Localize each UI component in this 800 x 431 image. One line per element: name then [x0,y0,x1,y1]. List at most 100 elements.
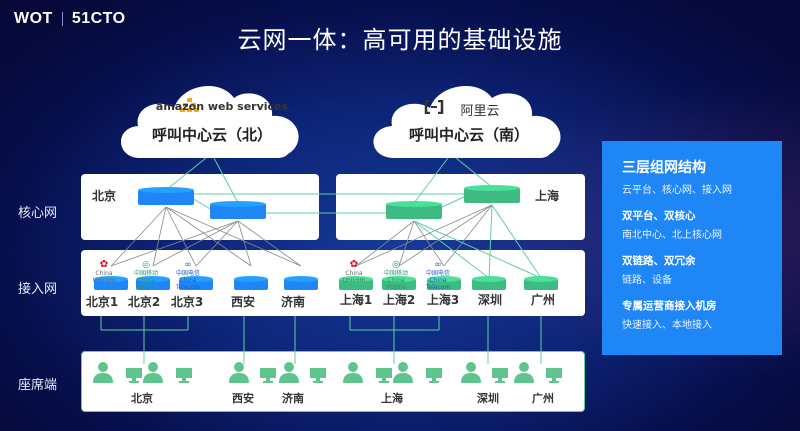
info-panel: 三层组网结构 云平台、核心网、接入网 双平台、双核心 南北中心、北上核心网 双链… [602,141,782,355]
core-access-link [413,220,490,279]
monitor-icon [426,368,442,378]
monitor-icon [492,368,508,378]
china-unicom-logo-icon: ✿China Unicom [92,259,116,285]
monitor-icon [266,378,270,381]
monitor-icon [495,381,505,383]
access-node-cylinder [94,276,128,290]
agent-icon [514,373,534,383]
seat-group-label: 济南 [282,392,304,405]
core-panel-south [336,174,585,240]
core-inner-link [191,197,213,211]
china-telecom-logo-icon: ∞中国电信 China Telecom [175,260,201,291]
seat-group-label: 西安 [232,392,254,405]
core-access-mesh-line [237,220,252,267]
cloud-north: amazon web services 呼叫中心云（北） [112,76,312,160]
info-heading: 双平台、双核心 [622,210,696,222]
info-title: 三层组网结构 [622,160,706,176]
wot-logo: WOT [14,10,53,27]
monitor-icon [126,368,142,378]
logo-divider [61,12,63,26]
access-node-cylinder [234,276,268,290]
access-node-cylinder [136,276,170,290]
core-access-link [413,220,542,279]
cloud-core-link [165,157,207,191]
monitor-icon [432,378,436,381]
china-unicom-logo-icon: ✿China Unicom [342,259,366,285]
core-access-mesh-line [443,204,493,267]
seat-group-label: 北京 [131,392,153,405]
core-switch-south-1 [386,201,442,219]
core-switch-north-2 [210,201,266,219]
monitor-icon [182,378,186,381]
china-telecom-logo-icon: ∞中国电信 China Telecom [425,260,451,291]
access-node-label: 上海3 [426,293,460,307]
china-mobile-logo-icon: ◎中国移动 China Mobile [133,260,158,291]
core-access-mesh-line [165,206,302,267]
cloud-core-link [413,157,449,204]
monitor-icon [429,381,439,383]
agent-icon [461,373,481,383]
core-access-mesh-line [413,220,445,267]
monitor-icon [179,381,189,383]
monitor-icon [379,381,389,383]
monitor-icon [129,381,139,383]
cloud-shape-south [373,85,561,158]
monitor-icon [376,368,392,378]
agent-icon [93,373,113,383]
agent-icon [279,373,299,383]
core-access-mesh-line [195,220,239,267]
monitor-icon [132,378,136,381]
info-sub: 南北中心、北上核心网 [622,230,722,241]
cloud-brand-south: 阿里云 [460,104,500,119]
access-node-label: 西安 [230,295,255,309]
core-panel-north [81,174,319,240]
core-south-label: 上海 [535,189,560,203]
access-node-label: 上海2 [382,293,416,307]
cloud-name-south: 呼叫中心云（南） [408,126,529,144]
monitor-icon [552,378,556,381]
access-node-label: 广州 [530,293,555,307]
core-access-mesh-line [237,220,302,267]
core-access-mesh-line [355,204,493,267]
access-node-cylinder [284,276,318,290]
agent-icon [393,373,413,383]
monitor-icon [263,381,273,383]
core-access-mesh-line [152,220,239,267]
core-north-label: 北京 [92,189,117,203]
monitor-icon [316,378,320,381]
info-title-sub: 云平台、核心网、接入网 [622,185,732,196]
access-node-label: 济南 [280,295,305,309]
info-heading: 双链路、双冗余 [622,255,696,267]
core-access-link [491,204,542,279]
monitor-icon [549,381,559,383]
access-node-cylinder [339,276,373,290]
core-access-mesh-line [152,206,167,267]
core-switch-north-1 [138,187,194,205]
core-inner-link [439,195,467,209]
agent-icon [343,373,363,383]
page-title: 云网一体：高可用的基础设施 [237,26,563,54]
info-heading: 专属运营商接入机房 [622,300,717,312]
core-access-mesh-line [355,220,415,267]
access-node-label: 北京2 [127,295,161,309]
layer-label-access: 接入网 [18,282,58,297]
cloud-core-link [213,157,239,204]
cloud-core-link [455,157,493,188]
event-logo: WOT 51CTO [14,10,126,28]
core-switch-south-2 [464,185,520,203]
access-node-label: 上海1 [339,293,373,307]
monitor-icon [382,378,386,381]
cloud-shape-north [120,85,299,158]
access-node-cylinder [382,276,416,290]
core-access-mesh-line [110,220,239,267]
monitor-icon [313,381,323,383]
agent-icon [348,362,358,372]
monitor-icon [176,368,192,378]
access-node-cylinder [179,276,213,290]
agent-icon [466,362,476,372]
access-node-cylinder [472,276,506,290]
agent-icon [98,362,108,372]
monitor-icon [260,368,276,378]
access-node-cylinder [427,276,461,290]
